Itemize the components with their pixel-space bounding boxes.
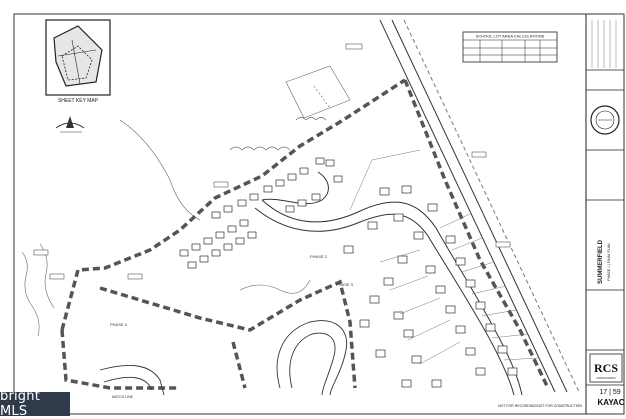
title-block xyxy=(585,14,624,414)
key-map-label: SHEET KEY MAP xyxy=(58,98,99,104)
lot-area-table xyxy=(462,31,558,63)
sheet-current: 17 xyxy=(599,389,608,396)
engineer-seal xyxy=(590,105,620,135)
firm-logo-sub: ASSOCIATES xyxy=(597,376,616,380)
main-road xyxy=(254,171,523,396)
sheet-key-map xyxy=(45,19,111,96)
sheet-number: 17 | 59 xyxy=(594,389,626,396)
match-line-label: MATCH LINE xyxy=(112,395,134,399)
southern-street xyxy=(276,320,348,396)
parcel-boundary xyxy=(60,78,550,390)
project-subtitle: PHASE 1 | FINAL PLAN xyxy=(607,243,611,281)
north-arrow-icon xyxy=(55,116,85,133)
brand-logo: KAYAC xyxy=(597,398,625,407)
sheet-border xyxy=(13,13,625,415)
sheet-separator: | xyxy=(609,389,611,396)
phase-3-label: PHASE 3 xyxy=(336,282,354,287)
lot-cluster-east xyxy=(343,185,518,388)
lot-cluster-west xyxy=(179,157,343,269)
highway xyxy=(379,19,580,393)
firm-logo-box xyxy=(589,353,623,383)
firm-logo: RCS xyxy=(594,361,618,375)
phase-4-label: PHASE 4 xyxy=(110,322,128,327)
project-name: SUMMERFIELD xyxy=(598,239,604,284)
phase-2-label: PHASE 2 xyxy=(310,254,328,259)
not-for-construction-stamp: NOT FOR RECORDING/NOT FOR CONSTRUCTION xyxy=(498,404,582,408)
lot-lines xyxy=(349,149,539,365)
small-callouts xyxy=(33,43,511,280)
sheet-total: 59 xyxy=(612,389,621,396)
bright-mls-watermark: bright MLS xyxy=(0,389,70,419)
southwest-street xyxy=(99,365,165,396)
tree-line xyxy=(21,65,351,337)
lot-area-table-title: SCHOOL LOT AREA CALCULATIONS xyxy=(476,34,545,39)
